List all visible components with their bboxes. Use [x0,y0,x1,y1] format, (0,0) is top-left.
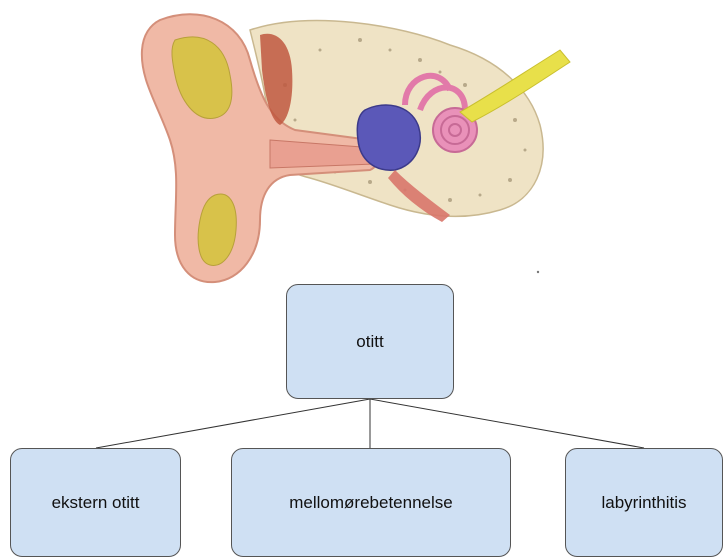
child-node-mellomorebetennelse: mellomørebetennelse [231,448,511,557]
root-node: otitt [286,284,454,399]
connector-root-to-child-1 [96,399,370,448]
root-node-label: otitt [356,332,383,352]
child-node-labyrinthitis: labyrinthitis [565,448,723,557]
child-node-label: labyrinthitis [601,493,686,513]
child-node-label: ekstern otitt [52,493,140,513]
connector-root-to-child-3 [370,399,644,448]
child-node-label: mellomørebetennelse [289,493,452,513]
child-node-ekstern-otitt: ekstern otitt [10,448,181,557]
